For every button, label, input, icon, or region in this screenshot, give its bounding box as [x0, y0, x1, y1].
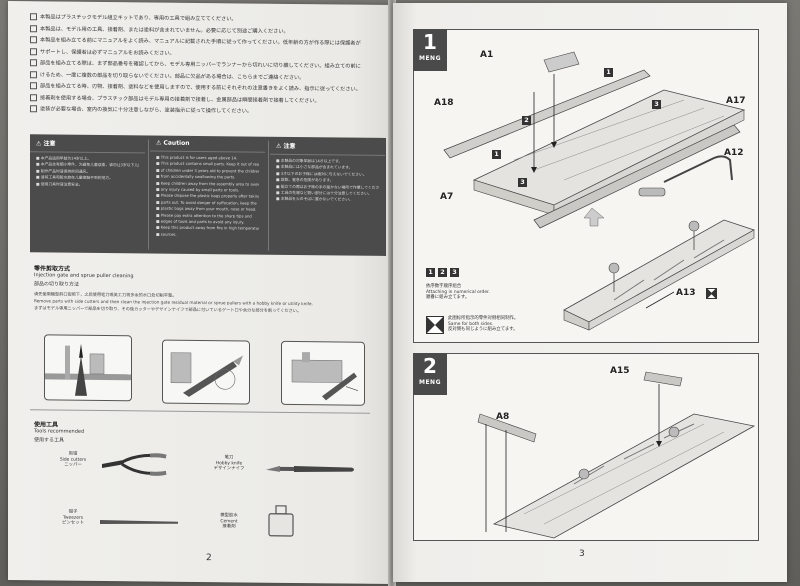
step-2-panel: 2 MENG A15 A8: [413, 353, 759, 541]
legend-order-1: 1: [426, 268, 435, 277]
bullet-box-icon: [30, 70, 37, 78]
tweezers-icon: [100, 519, 178, 524]
booklet-spine: [388, 0, 396, 586]
gate-step-illustration-3: [281, 340, 365, 406]
caution-heading-en: ⚠ Caution: [150, 135, 265, 153]
part-label-a13: A13: [676, 288, 696, 298]
caution-text-jp: ■ 本製品の対象年齢は14才以上です。■ 本製品には小さな部品が含まれています。…: [270, 155, 385, 207]
bullet-box-icon: [30, 13, 37, 21]
step-1-panel: 1 MENG: [413, 29, 759, 343]
caution-line: ■ sources.: [156, 231, 177, 237]
cement-bottle-icon: [268, 505, 294, 537]
part-label-a1: A1: [480, 50, 494, 60]
order-badge-1: 1: [604, 68, 613, 77]
step-1-assembly-diagram: [443, 51, 755, 331]
bullet-box-icon: [30, 105, 37, 113]
tools-jp: 使用する工具: [34, 437, 65, 444]
page-number-right: 3: [579, 549, 585, 559]
caution-heading-jp: ⚠ 注意: [270, 136, 385, 156]
both-sides-icon: [706, 288, 717, 299]
caution-line: ■ 本製品を火のそばに置かないでください。: [276, 196, 353, 203]
divider: [30, 409, 370, 414]
caution-text-en: ■ This product is for users aged above 1…: [150, 151, 265, 241]
legend-order-2: 2: [438, 268, 447, 277]
gate-step-illustration-2: [162, 339, 250, 405]
gate-subtitle: Injection gate and sprue puller cleaning: [34, 272, 134, 280]
legend-sides-text: 此图标所指示的零件对侧相同制作。 Same for both sides. 反対…: [448, 316, 519, 333]
step-2-assembly-diagram: [477, 371, 756, 539]
caution-text-cn: ■ 本产品适用年龄为14岁以上。■ 本产品含有细小零件，为避免儿童误食，请勿让3…: [30, 152, 145, 191]
caution-col-chinese: ⚠ 注意 ■ 本产品适用年龄为14岁以上。■ 本产品含有细小零件，为避免儿童误食…: [30, 134, 145, 253]
bullet-box-icon: [30, 59, 37, 67]
bullet-box-icon: [30, 82, 37, 90]
bullet-box-icon: [30, 93, 37, 101]
part-label-a15: A15: [610, 366, 630, 376]
right-page: 1 MENG: [393, 3, 787, 582]
caution-heading-cn: ⚠ 注意: [30, 134, 145, 154]
tools-title: 使用工具: [34, 421, 59, 429]
left-page: 本製品はプラスチックモデル組立キットであり、専用の工具で組み立ててください。本製…: [8, 0, 390, 585]
part-label-a18: A18: [434, 98, 454, 108]
part-label-a17: A17: [726, 96, 746, 106]
step-2-badge: 2 MENG: [413, 353, 447, 395]
intro-line: 本製品は、モデル用の工具、接着剤、または塗料が含まれていません。必要に応じて別途…: [30, 24, 289, 34]
tools-subtitle: Tools recommended: [34, 428, 85, 435]
hobby-knife-icon: [266, 465, 354, 472]
gate-step-illustration-1: [44, 334, 132, 402]
legend-order-3: 3: [450, 268, 459, 277]
caution-col-japanese: ⚠ 注意 ■ 本製品の対象年齢は14才以上です。■ 本製品には小さな部品が含まれ…: [270, 136, 385, 256]
side-cutters-icon: [102, 453, 167, 476]
intro-line: サポートし、保護者は必ずマニュアルをお読みください。: [30, 47, 175, 56]
caution-panel: ⚠ 注意 ■ 本产品适用年龄为14岁以上。■ 本产品含有细小零件，为避免儿童误食…: [30, 134, 386, 256]
bullet-box-icon: [30, 24, 37, 32]
bullet-box-icon: [30, 36, 37, 44]
intro-line: 部品を組み立てる時、刃物、接着剤、塗料などを使用しますので、使用する前にそれぞれ…: [30, 82, 361, 93]
bullet-box-icon: [30, 47, 37, 55]
intro-notes: 本製品はプラスチックモデル組立キットであり、専用の工具で組み立ててください。本製…: [8, 1, 390, 115]
same-both-sides-icon: [426, 316, 444, 334]
caution-col-english: ⚠ Caution ■ This product is for users ag…: [150, 135, 265, 254]
part-label-a12: A12: [724, 148, 744, 158]
intro-line: 接着剤を使用する場合、プラスチック部品はモデル専用の接着剤で接着し、金属部品は瞬…: [30, 93, 320, 104]
step-1-badge: 1 MENG: [413, 29, 447, 71]
intro-line: けるため、一度に複数の部品を切り取らないでください。部品に欠品がある場合は、こち…: [30, 70, 304, 81]
legend-order-text: 依序数字顺序组合 Attaching in numerical order. 順…: [426, 284, 490, 301]
intro-line: 本製品はプラスチックモデル組立キットであり、専用の工具で組み立ててください。: [30, 13, 237, 22]
part-label-a8: A8: [496, 412, 510, 422]
order-badge-3: 3: [652, 100, 661, 109]
order-badge-2: 2: [522, 116, 531, 125]
gate-title: 零件剪取方式: [34, 265, 71, 273]
intro-line: 塗装が必要な場合、室内の換気に十分注意しながら、塗装指示に従って操作してください…: [30, 105, 252, 115]
part-label-a7: A7: [440, 192, 454, 202]
order-badge-3b: 3: [518, 178, 527, 187]
page-number-left: 2: [206, 553, 212, 564]
order-badge-1b: 1: [492, 150, 501, 159]
caution-line: ■ 使用刀具时请注意安全。: [36, 180, 83, 187]
intro-line: 部品を組み立てる際は、まず部品番号を確認してから、モデル専用ニッパーでランナーか…: [30, 59, 361, 70]
gate-jp: 部品の切り取り方法: [34, 281, 80, 288]
intro-line: 本製品を組み立てる前にマニュアルをよく読み、マニュアルに記載された手順に従って作…: [30, 36, 361, 47]
gate-line-jp: まずはモデル専用ニッパーで部品を切り取り、その後カッターやデザインナイフで部品に…: [34, 305, 302, 314]
